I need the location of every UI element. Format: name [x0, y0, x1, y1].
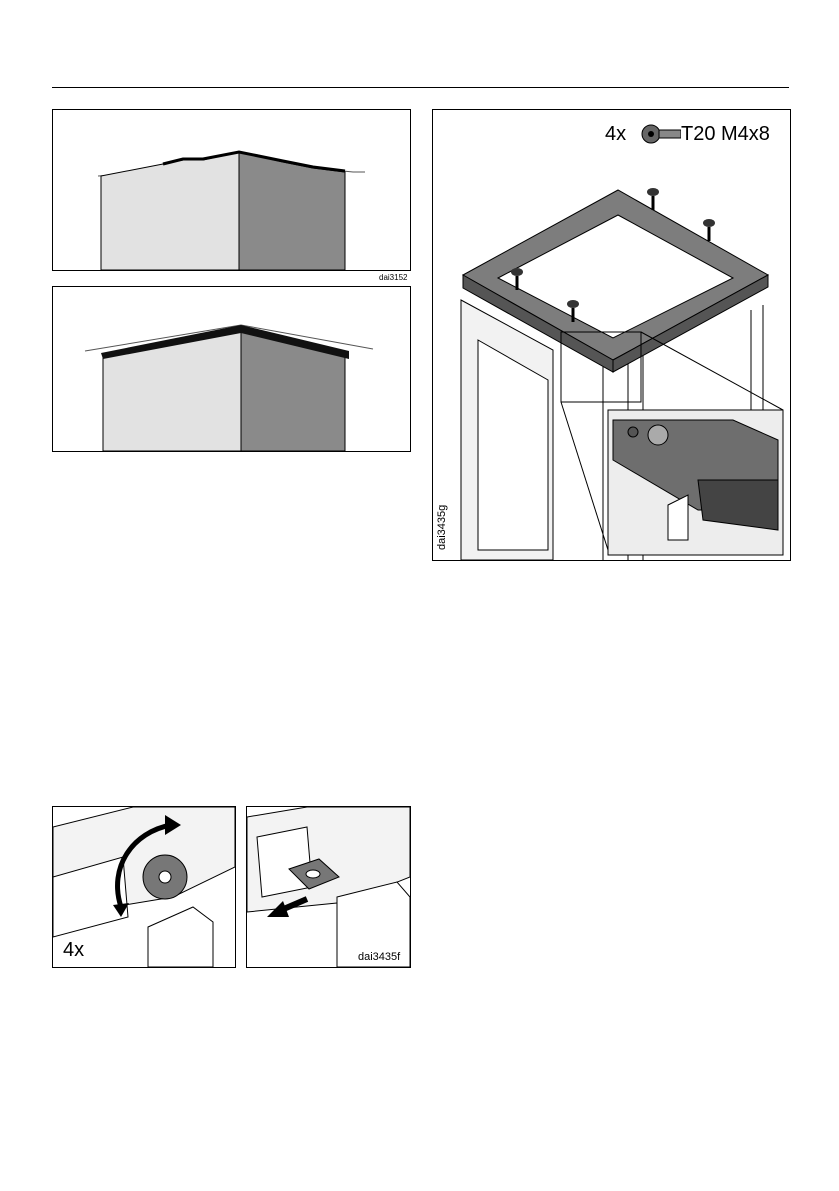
- figure-code-dai3152: dai3152: [379, 273, 407, 282]
- figure-code-dai3435g: dai3435g: [436, 505, 448, 550]
- header-rule: [52, 87, 789, 88]
- torx-screw-icon: [639, 122, 681, 146]
- screw-icon-1: [647, 188, 659, 210]
- screw-quantity: 4x: [605, 123, 626, 146]
- figure-clip-remove: dai3435f: [246, 806, 411, 968]
- figure-frame-assembly: 4x T20 M4x8 dai3435g: [432, 109, 791, 561]
- figure-uneven-top: [52, 109, 411, 271]
- figure-clip-rotate: 4x: [52, 806, 236, 968]
- clip-remove-illustration: [247, 807, 410, 967]
- screw-spec: T20 M4x8: [681, 123, 770, 146]
- figure-code-dai3435f: dai3435f: [358, 951, 400, 963]
- clip-quantity: 4x: [63, 939, 84, 962]
- figure-level-top: [52, 286, 411, 452]
- uneven-top-illustration: [53, 110, 410, 270]
- level-top-illustration: [53, 287, 410, 451]
- frame-assembly-illustration: [433, 110, 790, 560]
- screw-icon-2: [703, 219, 715, 241]
